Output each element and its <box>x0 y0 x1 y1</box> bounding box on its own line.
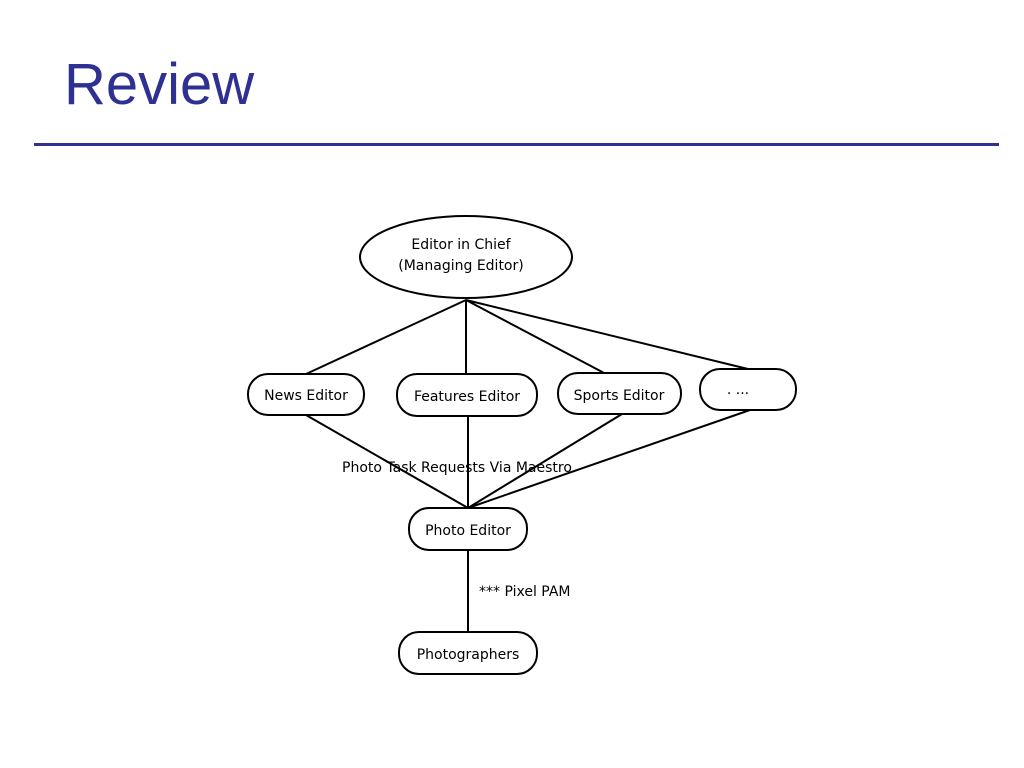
pixel-pam-annotation: *** Pixel PAM <box>479 584 571 600</box>
node-photo-editor: Photo Editor <box>408 507 528 551</box>
slide-title: Review <box>64 52 255 117</box>
node-editor-in-chief: Editor in Chief (Managing Editor) <box>359 215 573 299</box>
node-editor-in-chief-label: Editor in Chief <box>411 237 511 253</box>
node-more-editors-shape <box>699 368 797 411</box>
node-sports-editor-label: Sports Editor <box>574 388 665 404</box>
node-sports-editor-shape <box>557 372 682 415</box>
node-news-editor: News Editor <box>247 373 365 416</box>
node-photo-editor-shape <box>408 507 528 551</box>
node-features-editor: Features Editor <box>396 373 538 417</box>
title-divider <box>34 143 999 146</box>
node-photographers-label: Photographers <box>417 647 520 663</box>
edge-more-photo <box>467 409 751 509</box>
node-photo-editor-label: Photo Editor <box>425 523 511 539</box>
node-sports-editor: Sports Editor <box>557 372 682 415</box>
node-more-editors-label: · ··· <box>727 386 749 402</box>
node-editor-in-chief-sublabel: (Managing Editor) <box>398 258 523 274</box>
node-features-editor-label: Features Editor <box>414 389 520 405</box>
edges-photo <box>305 409 751 632</box>
edge-sports-photo <box>467 413 623 509</box>
node-features-editor-shape <box>396 373 538 417</box>
node-news-editor-label: News Editor <box>264 388 348 404</box>
edge-chief-sports <box>465 299 607 375</box>
requests-annotation: Photo Task Requests Via Maestro <box>342 460 572 476</box>
node-more-editors: · ··· <box>699 368 797 411</box>
node-photographers: Photographers <box>398 631 538 675</box>
node-news-editor-shape <box>247 373 365 416</box>
edges-chief <box>305 299 749 375</box>
edge-chief-news <box>305 299 467 375</box>
edge-chief-more <box>465 299 749 370</box>
node-editor-in-chief-shape <box>359 215 573 299</box>
edge-news-photo <box>305 414 469 509</box>
node-photographers-shape <box>398 631 538 675</box>
